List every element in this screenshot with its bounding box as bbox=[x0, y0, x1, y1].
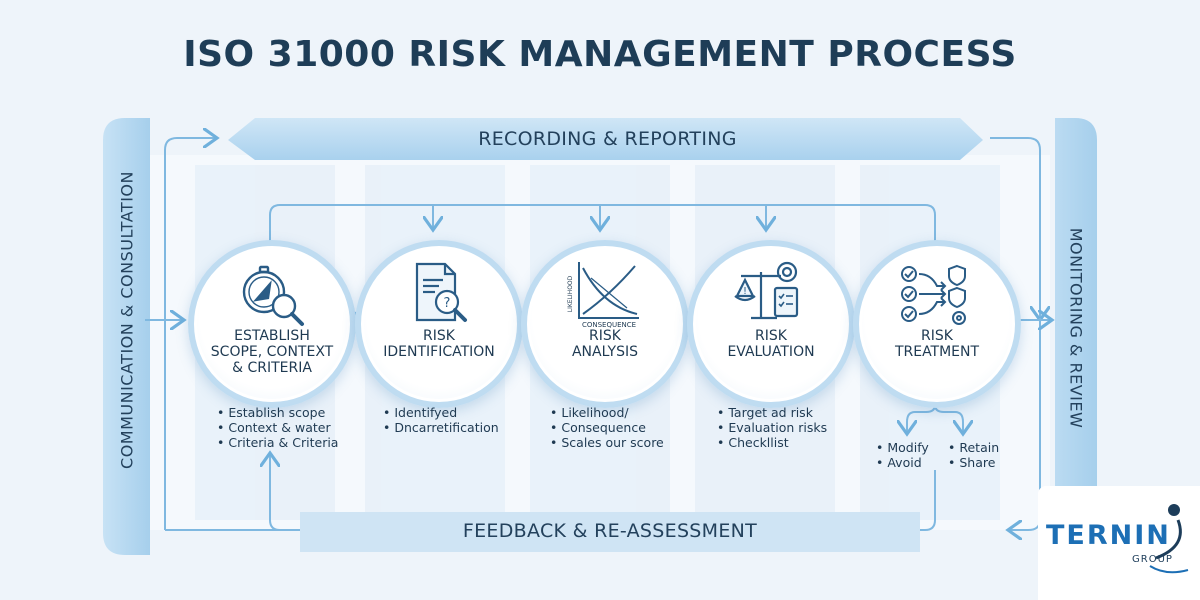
icon-axis-x: CONSEQUENCE bbox=[582, 321, 636, 329]
monitoring-review-label: MONITORING & REVIEW bbox=[1066, 227, 1086, 429]
recording-reporting-label: RECORDING & REPORTING bbox=[478, 128, 737, 150]
list-item: Identifyed bbox=[383, 405, 499, 420]
bullets-treatment-left: Modify Avoid bbox=[876, 440, 929, 470]
step-label: RISK EVALUATION bbox=[727, 328, 815, 360]
list-item: Scales our score bbox=[550, 435, 663, 450]
bullets-risk-analysis: Likelihood/ Consequence Scales our score bbox=[550, 405, 664, 450]
list-item: Modify bbox=[876, 440, 928, 455]
bullets-establish-scope: Establish scope Context & water Criteria… bbox=[217, 405, 338, 450]
logo: TERNIN GROUP bbox=[1038, 486, 1200, 600]
logo-wordmark: TERNIN bbox=[1046, 520, 1171, 551]
top-band bbox=[228, 118, 983, 160]
left-band bbox=[103, 118, 150, 555]
list-item: Share bbox=[948, 455, 999, 470]
step-risk-analysis: LIKELIHOOD CONSEQUENCE RISK ANALYSIS bbox=[521, 240, 689, 408]
likelihood-consequence-chart-icon: LIKELIHOOD CONSEQUENCE bbox=[567, 262, 639, 329]
list-item: Context & water bbox=[217, 420, 338, 435]
document-search-icon: ? bbox=[415, 262, 467, 322]
list-item: Retain bbox=[948, 440, 999, 455]
step-label: RISK TREATMENT bbox=[894, 328, 980, 360]
compass-magnifier-icon bbox=[242, 265, 304, 326]
svg-text:!: ! bbox=[743, 286, 747, 297]
list-item: Target ad risk bbox=[717, 405, 827, 420]
step-label: RISK ANALYSIS bbox=[571, 328, 639, 360]
list-item: Dncarretification bbox=[383, 420, 498, 435]
step-risk-evaluation: ! RISK EVALUATION bbox=[687, 240, 855, 408]
list-item: Checkllist bbox=[717, 435, 827, 450]
logo-swoosh-icon bbox=[1149, 504, 1189, 574]
list-item: Likelihood/ bbox=[550, 405, 664, 420]
step-risk-identification: ? RISK IDENTIFICATION bbox=[355, 240, 523, 408]
list-item: Evaluation risks bbox=[717, 420, 827, 435]
list-item: Criteria & Criteria bbox=[217, 435, 338, 450]
step-label: RISK IDENTIFICATION bbox=[383, 328, 495, 360]
right-band bbox=[1030, 118, 1097, 555]
list-item: Avoid bbox=[876, 455, 929, 470]
feedback-reassessment-label: FEEDBACK & RE-ASSESSMENT bbox=[300, 520, 920, 542]
communication-consultation-label: COMMUNICATION & CONSULTATION bbox=[117, 171, 137, 469]
bullets-treatment-right: Retain Share bbox=[948, 440, 999, 470]
list-item: Consequence bbox=[550, 420, 664, 435]
icon-axis-y: LIKELIHOOD bbox=[567, 275, 574, 312]
checks-arrows-shields-icon bbox=[901, 264, 966, 325]
page-title: ISO 31000 RISK MANAGEMENT PROCESS bbox=[183, 34, 1017, 75]
svg-text:?: ? bbox=[444, 296, 451, 311]
bullets-risk-evaluation: Target ad risk Evaluation risks Checklli… bbox=[717, 405, 827, 450]
bullets-risk-identification: Identifyed Dncarretification bbox=[383, 405, 499, 435]
step-label: ESTABLISH SCOPE, CONTEXT & CRITERIA bbox=[210, 328, 334, 376]
logo-subtitle: GROUP bbox=[1132, 554, 1173, 565]
list-item: Establish scope bbox=[217, 405, 338, 420]
step-risk-treatment: RISK TREATMENT bbox=[853, 240, 1021, 408]
step-establish-scope: ESTABLISH SCOPE, CONTEXT & CRITERIA bbox=[188, 240, 356, 408]
scale-target-checklist-icon: ! bbox=[734, 261, 799, 320]
